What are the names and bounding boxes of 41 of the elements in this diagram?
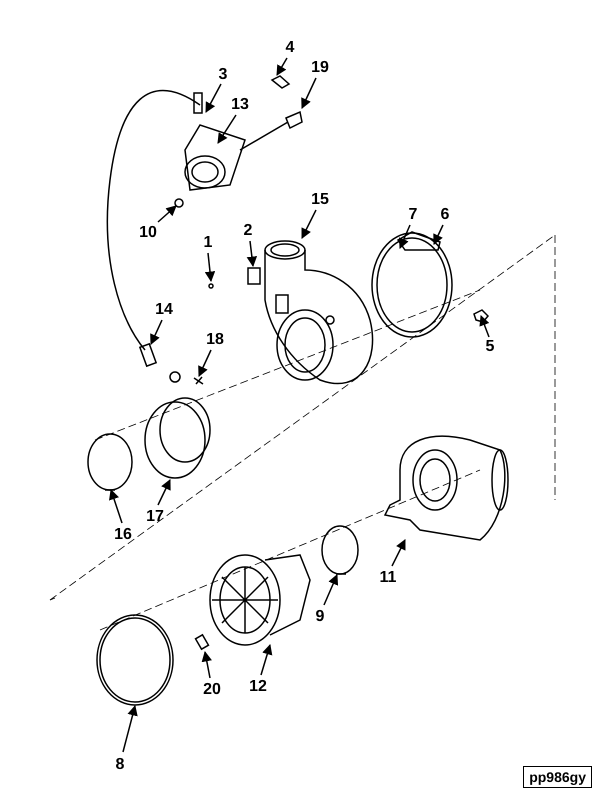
- callout-number: 6: [440, 206, 450, 224]
- callout-number: 15: [311, 191, 329, 209]
- callout-number: 1: [204, 234, 212, 252]
- callout-number: 3: [218, 66, 228, 84]
- callout-number: 18: [206, 331, 224, 349]
- callout-number: 2: [244, 222, 252, 240]
- leader-line: [205, 84, 222, 113]
- leader-line: [260, 644, 272, 676]
- callout-number: 12: [249, 678, 267, 696]
- callout-number: 7: [408, 206, 418, 224]
- leader-line: [276, 58, 288, 76]
- callout-number: 16: [114, 526, 132, 544]
- callout-number: 17: [146, 508, 164, 526]
- leader-line: [433, 224, 444, 245]
- leader-line: [157, 479, 171, 506]
- callout-number: 13: [231, 96, 249, 114]
- callout-number: 19: [311, 59, 329, 77]
- callout-number: 9: [316, 608, 324, 626]
- leader-line: [122, 704, 138, 752]
- leader-line: [479, 315, 490, 338]
- callout-number: 10: [139, 224, 157, 242]
- leader-line: [246, 240, 258, 268]
- callout-number: 14: [155, 301, 173, 319]
- reference-code: pp986gy: [523, 766, 592, 788]
- leader-line: [301, 210, 317, 239]
- leader-line: [202, 650, 212, 678]
- leader-line: [150, 320, 163, 345]
- leader-line: [158, 205, 177, 223]
- leader-line: [398, 224, 411, 249]
- leader-line: [391, 539, 406, 566]
- callout-number: 11: [380, 569, 396, 587]
- callout-number: 5: [486, 338, 494, 356]
- leader-line: [301, 78, 317, 109]
- leader-line: [323, 574, 338, 606]
- callout-number: 8: [116, 756, 124, 774]
- callout-number: 20: [203, 681, 221, 699]
- leader-line: [204, 252, 216, 282]
- leader-line: [217, 114, 237, 144]
- callout-number: 4: [286, 39, 294, 57]
- leader-line: [198, 350, 212, 377]
- leader-line: [109, 489, 123, 524]
